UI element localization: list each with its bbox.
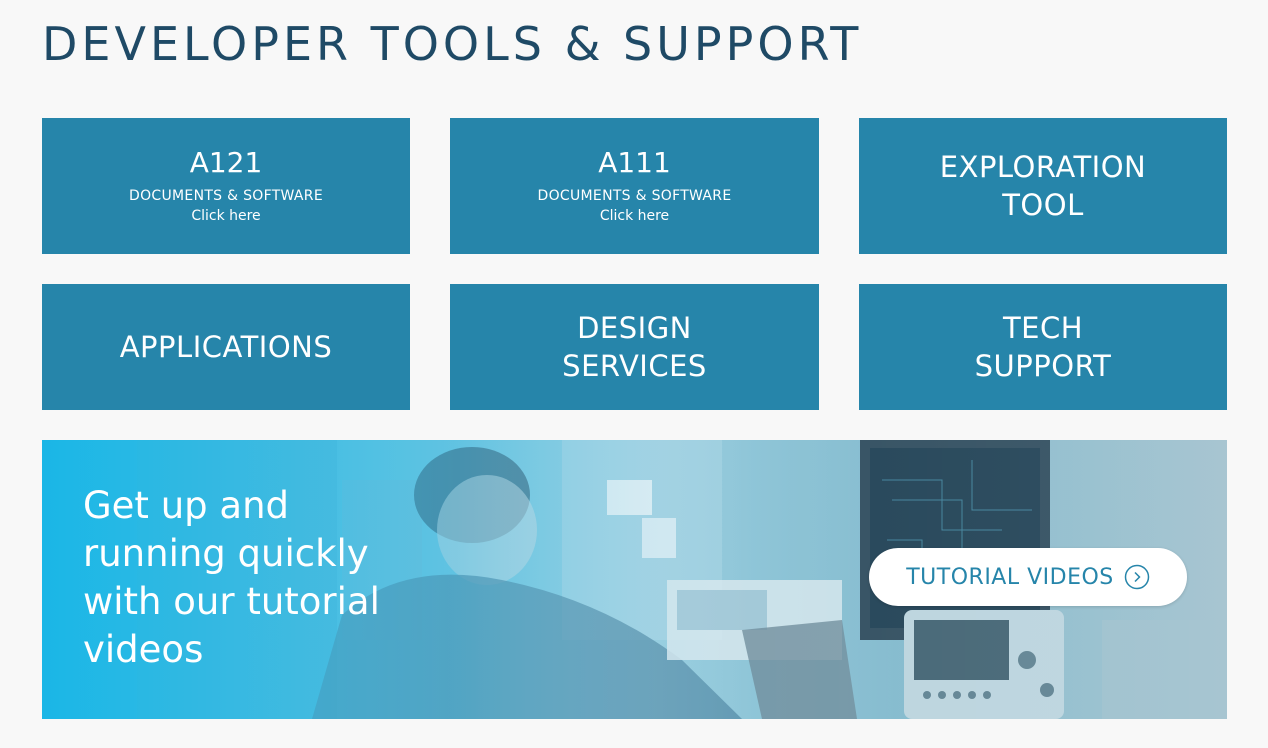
- click-here-link[interactable]: Click here: [599, 208, 670, 224]
- exploration-tool-tile[interactable]: EXPLORATION TOOL: [859, 118, 1227, 254]
- click-here-link[interactable]: Click here: [191, 208, 261, 224]
- tile-model-label: A121: [189, 146, 263, 179]
- tutorial-videos-button[interactable]: TUTORIAL VIDEOS: [869, 548, 1187, 606]
- a121-tile[interactable]: A121 DOCUMENTS & SOFTWARE Click here: [42, 118, 410, 254]
- page-title: DEVELOPER TOOLS & SUPPORT: [42, 17, 863, 71]
- tile-label: APPLICATIONS: [119, 330, 333, 364]
- a111-tile[interactable]: A111 DOCUMENTS & SOFTWARE Click here: [450, 118, 819, 254]
- tech-support-tile[interactable]: TECH SUPPORT: [859, 284, 1227, 410]
- tile-label: DESIGN SERVICES: [562, 311, 707, 383]
- applications-tile[interactable]: APPLICATIONS: [42, 284, 410, 410]
- tile-subtitle: DOCUMENTS & SOFTWARE: [129, 188, 323, 204]
- chevron-right-circle-icon: [1124, 564, 1150, 590]
- banner-headline: Get up and running quickly with our tuto…: [83, 484, 380, 671]
- tile-subtitle: DOCUMENTS & SOFTWARE: [537, 188, 732, 204]
- tutorial-banner: Get up and running quickly with our tuto…: [42, 440, 1227, 719]
- tile-model-label: A111: [598, 146, 671, 179]
- tile-label: EXPLORATION TOOL: [939, 150, 1147, 222]
- tile-label: TECH SUPPORT: [974, 311, 1112, 383]
- tutorial-videos-label: TUTORIAL VIDEOS: [906, 564, 1114, 590]
- design-services-tile[interactable]: DESIGN SERVICES: [450, 284, 819, 410]
